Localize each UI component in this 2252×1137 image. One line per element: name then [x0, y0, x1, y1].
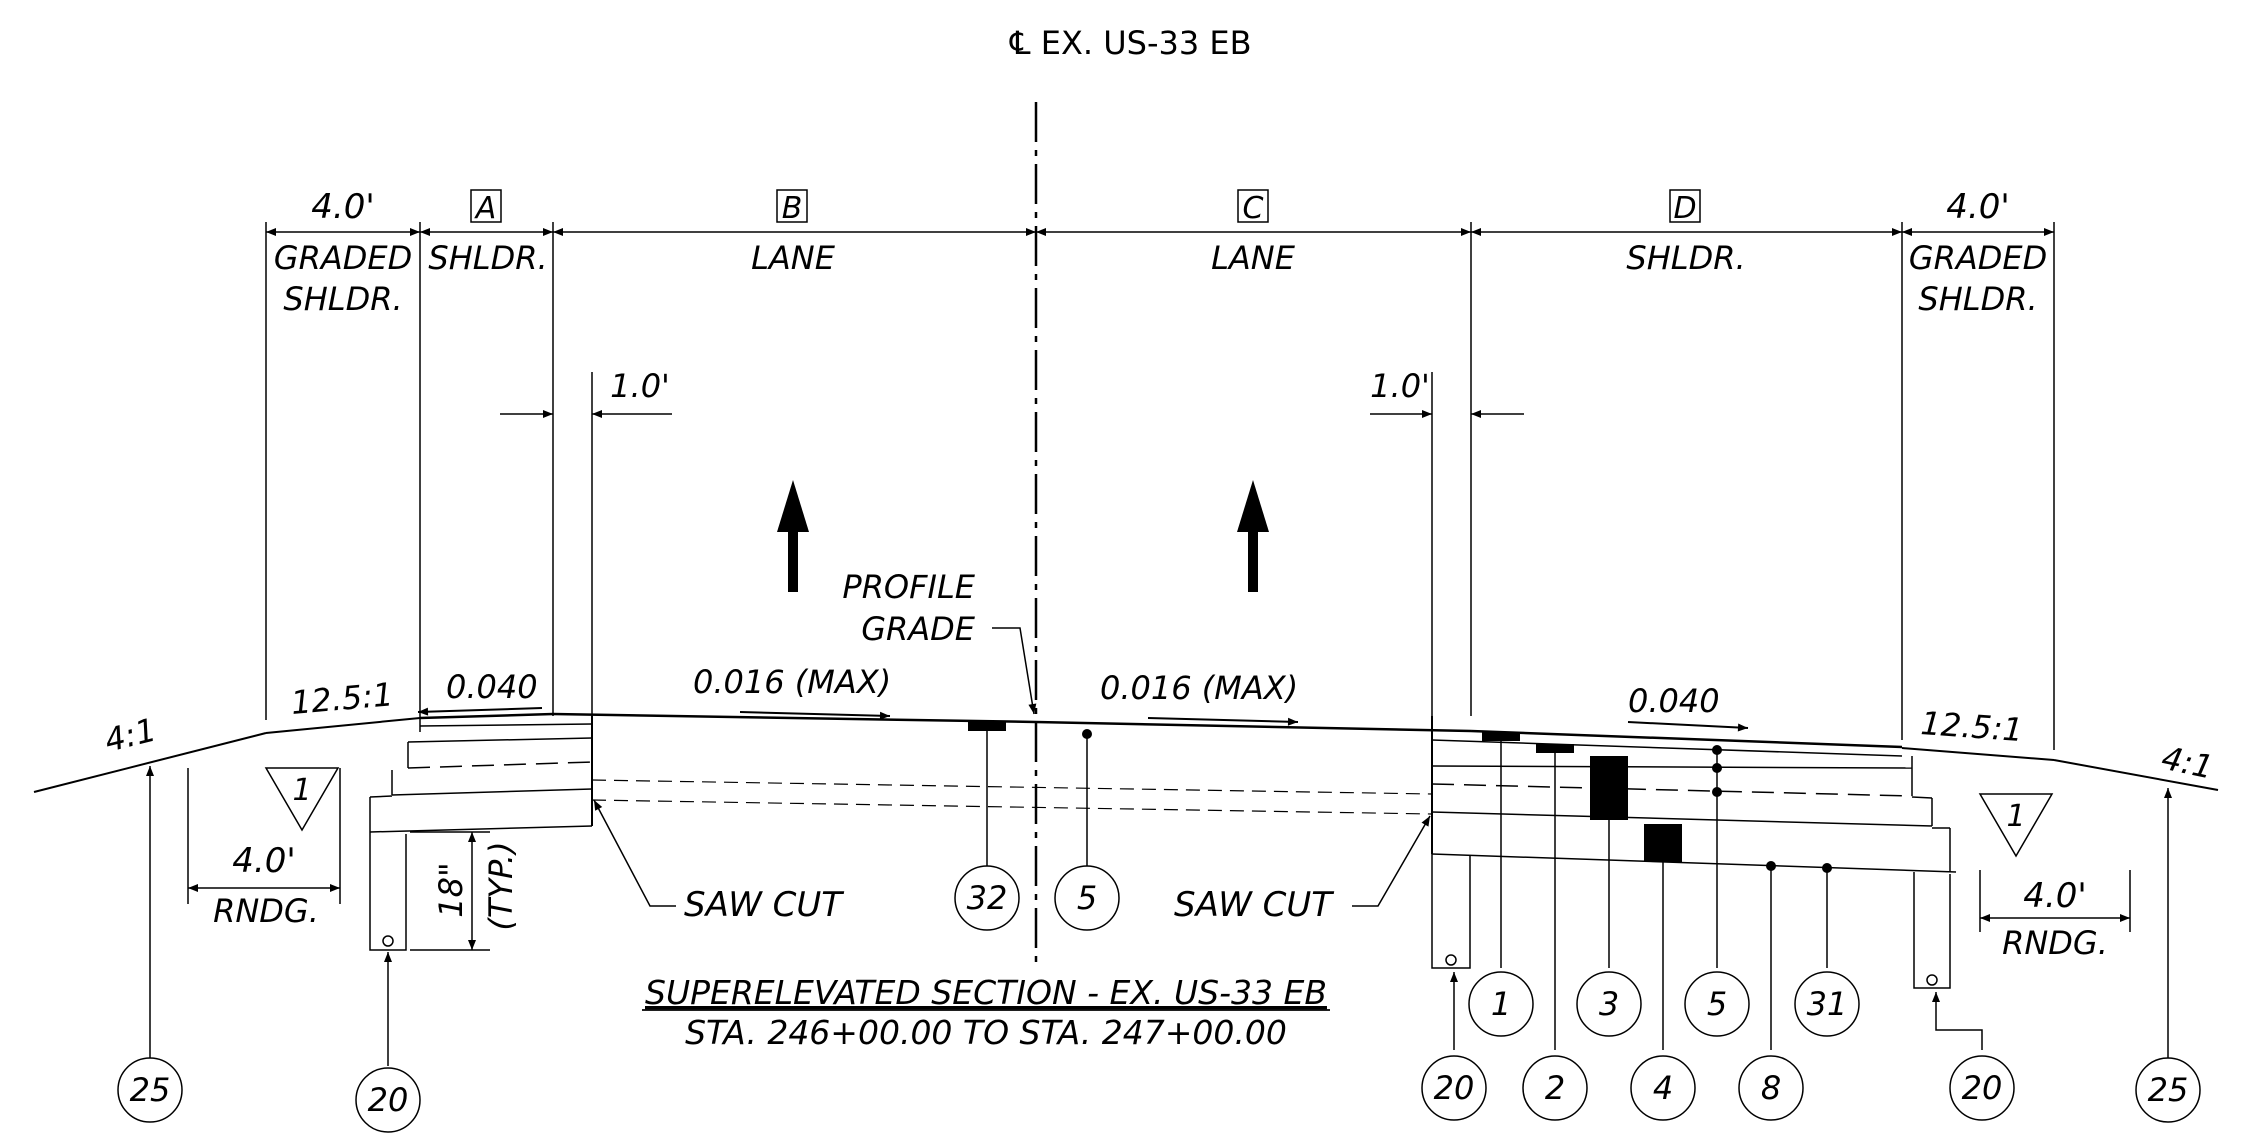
left-graded-label-1: GRADED — [274, 239, 412, 277]
svg-text:25: 25 — [130, 1071, 171, 1109]
rounding-dimensions — [187, 768, 2131, 932]
segment-a-key: A — [474, 191, 497, 226]
left-graded-label-2: SHLDR. — [283, 280, 402, 318]
segment-b-box — [776, 189, 808, 223]
left-triangle-note — [264, 767, 340, 832]
right-pavement-layers — [1431, 716, 1957, 989]
dashed-layer-lines — [591, 779, 1433, 815]
depth-label: 18" — [432, 862, 470, 917]
direction-arrow-left — [777, 480, 809, 592]
callout-leaders — [146, 726, 2172, 1066]
left-foreslope-label: 4:1 — [101, 710, 160, 759]
segment-c-box — [1237, 189, 1269, 223]
caption-title: SUPERELEVATED SECTION - EX. US-33 EB — [645, 973, 1327, 1012]
depth-dimension — [410, 831, 490, 951]
callout-32: 32 — [954, 865, 1020, 931]
callout-right-20a: 20 — [1421, 1055, 1487, 1121]
callout-left-25: 25 — [117, 1057, 183, 1123]
callout-right-20b: 20 — [1949, 1055, 2015, 1121]
callout-4: 4 — [1630, 1055, 1696, 1121]
right-lane-slope-label: 0.016 (MAX) — [1100, 669, 1298, 707]
segment-b-key: B — [782, 191, 803, 226]
right-shoulder-slope-label: 0.040 — [1628, 682, 1720, 720]
right-foreslope-label: 4:1 — [2158, 739, 2216, 787]
svg-text:25: 25 — [2148, 1071, 2189, 1109]
callout-2: 2 — [1522, 1055, 1588, 1121]
right-graded-label-1: GRADED — [1909, 239, 2047, 277]
left-saw-cut-leader — [593, 799, 676, 907]
segment-d-key: D — [1673, 191, 1696, 226]
segment-d-box — [1669, 189, 1701, 223]
callout-8: 8 — [1738, 1055, 1804, 1121]
profile-grade-label-1: PROFILE — [842, 568, 975, 606]
top-dimension-row — [265, 222, 2055, 750]
segment-c-key: C — [1243, 191, 1264, 226]
left-lane-slope-label: 0.016 (MAX) — [693, 663, 891, 701]
svg-text:1: 1 — [1491, 985, 1511, 1023]
ground-line — [33, 717, 2219, 793]
right-triangle-note — [1978, 793, 2054, 858]
profile-grade-label-2: GRADE — [861, 610, 976, 648]
left-offset-label: 1.0' — [610, 367, 670, 405]
right-graded-label-2: SHLDR. — [1918, 280, 2037, 318]
left-triangle-note-number: 1 — [292, 773, 311, 808]
svg-text:2: 2 — [1545, 1069, 1565, 1107]
callout-left-20: 20 — [355, 1067, 421, 1133]
segment-a-box — [470, 189, 502, 223]
svg-text:4: 4 — [1653, 1069, 1673, 1107]
centerline-title: ℄ EX. US-33 EB — [1009, 24, 1252, 62]
right-rounding-width: 4.0' — [2023, 876, 2086, 916]
svg-text:8: 8 — [1761, 1069, 1781, 1107]
segment-d-name: SHLDR. — [1626, 239, 1745, 277]
left-graded-width: 4.0' — [311, 187, 374, 227]
right-saw-cut-label: SAW CUT — [1174, 885, 1334, 925]
callout-1: 1 — [1468, 971, 1534, 1037]
segment-b-name: LANE — [751, 239, 836, 277]
left-graded-slope-label: 12.5:1 — [289, 675, 394, 722]
offset-dimensions — [500, 372, 1524, 716]
right-graded-width: 4.0' — [1946, 187, 2009, 227]
callout-right-25: 25 — [2135, 1057, 2201, 1123]
callout-5-center: 5 — [1054, 865, 1120, 931]
svg-text:31: 31 — [1807, 985, 1848, 1023]
segment-a-name: SHLDR. — [428, 239, 547, 277]
depth-typ-label: (TYP.) — [482, 841, 520, 930]
profile-grade-leader — [992, 627, 1037, 715]
pavement-surface — [419, 712, 1903, 749]
callout-5-right: 5 — [1684, 971, 1750, 1037]
callout-31: 31 — [1794, 971, 1860, 1037]
right-saw-cut-leader — [1352, 815, 1431, 907]
svg-text:20: 20 — [1434, 1069, 1475, 1107]
caption-stations: STA. 246+00.00 TO STA. 247+00.00 — [685, 1013, 1287, 1052]
left-pavement-layers — [369, 716, 593, 951]
svg-text:20: 20 — [1962, 1069, 2003, 1107]
left-saw-cut-label: SAW CUT — [684, 885, 844, 925]
svg-text:5: 5 — [1707, 985, 1727, 1023]
right-rounding-label: RNDG. — [2002, 924, 2108, 962]
left-rounding-label: RNDG. — [213, 892, 319, 930]
left-rounding-width: 4.0' — [232, 841, 295, 881]
right-triangle-note-number: 1 — [2006, 799, 2025, 834]
segment-c-name: LANE — [1211, 239, 1296, 277]
left-shoulder-slope-label: 0.040 — [446, 668, 538, 706]
direction-arrow-right — [1237, 480, 1269, 592]
svg-text:3: 3 — [1599, 985, 1619, 1023]
right-offset-label: 1.0' — [1370, 367, 1430, 405]
svg-text:32: 32 — [967, 879, 1008, 917]
callout-3: 3 — [1576, 971, 1642, 1037]
right-graded-slope-label: 12.5:1 — [1919, 704, 2024, 749]
svg-text:20: 20 — [368, 1081, 409, 1119]
svg-text:5: 5 — [1077, 879, 1097, 917]
slope-arrows — [417, 707, 1749, 732]
